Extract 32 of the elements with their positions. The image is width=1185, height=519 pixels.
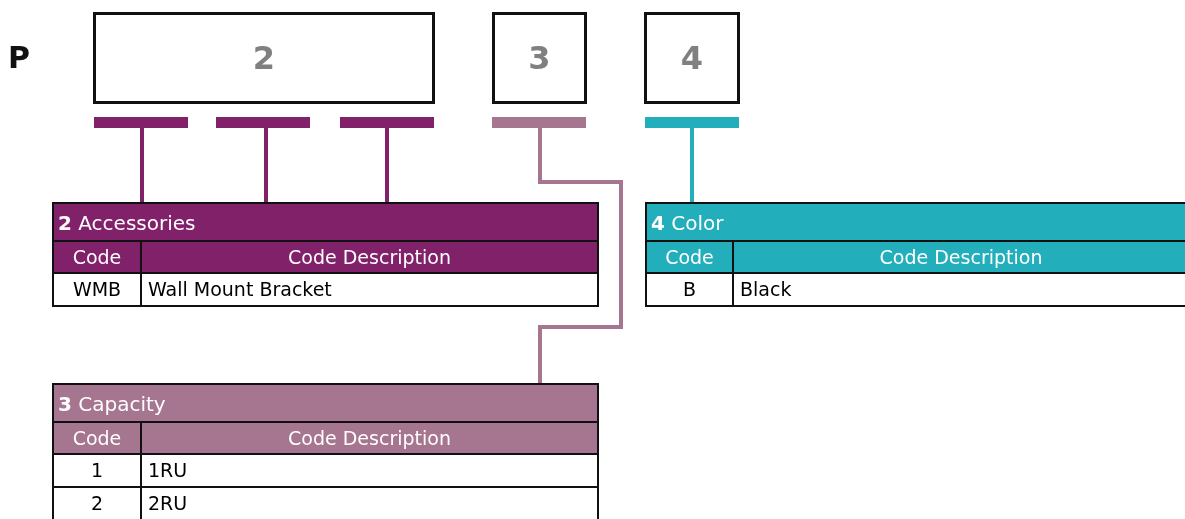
connector-line [690,128,694,202]
code-slot-box [93,12,435,104]
connector-line [264,128,268,202]
code-slot-box [644,12,740,104]
slot-number: 2 [252,39,276,77]
part-prefix: P [8,40,30,75]
table-cell: B [647,274,734,307]
table-cell: 1RU [142,455,597,488]
code-table [52,202,599,307]
table-cell-text: Wall Mount Bracket [147,277,333,302]
connector-line [385,128,389,202]
code-table [645,202,1185,307]
column-header: Code [647,242,734,274]
table-title: 3 Capacity [54,385,597,423]
connector-line [140,128,144,202]
column-header: Code [54,242,142,274]
column-header: Code [54,423,142,455]
code-slot-box [492,12,587,104]
connector-line [538,128,623,383]
code-table [52,383,599,519]
table-title: 2 Accessories [54,204,597,242]
slot-number: 3 [528,39,551,77]
column-header: Code Description [142,242,597,274]
table-cell: WMB [54,274,142,307]
table-cell: 2 [54,488,142,519]
column-header: Code Description [734,242,1185,274]
column-header: Code Description [142,423,597,455]
slot-number: 4 [680,39,704,77]
table-cell: 1 [54,455,142,488]
table-cell-text: Black [739,277,793,302]
table-title: 4 Color [647,204,1185,242]
table-cell-text: 2RU [147,491,189,516]
